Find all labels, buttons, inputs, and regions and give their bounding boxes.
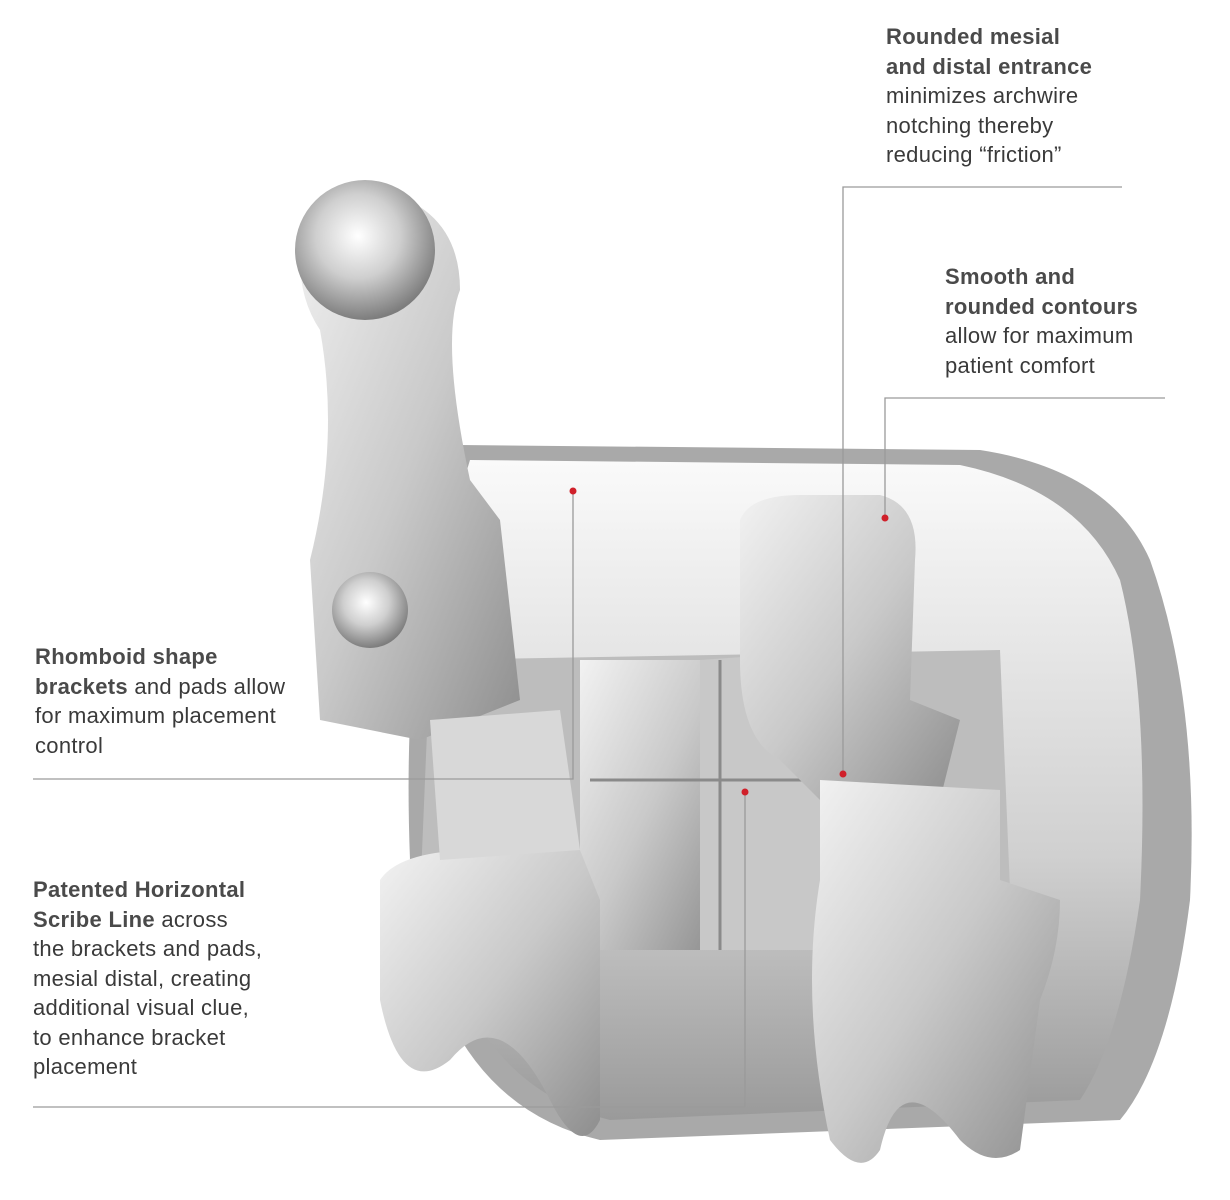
callout-text: to enhance bracket xyxy=(33,1024,226,1050)
leader-entrance xyxy=(842,186,1122,774)
callout-text: for maximum placement xyxy=(35,703,277,728)
callout-text: across xyxy=(154,906,228,932)
callout-contours: Smooth and rounded contours allow for ma… xyxy=(945,262,1138,380)
callout-text: mesial distal, creating xyxy=(33,965,252,991)
callout-text: patient comfort xyxy=(945,352,1096,378)
callout-text: control xyxy=(35,732,104,758)
tie-wings xyxy=(380,495,1060,1163)
callout-text: placement xyxy=(33,1054,138,1079)
marker-dot-scribe xyxy=(741,788,749,796)
callout-title: and distal entrance xyxy=(886,53,1093,79)
callout-title: Rounded mesial xyxy=(886,24,1061,49)
marker-dot-entrance xyxy=(839,770,847,778)
leader-lines xyxy=(33,186,1165,1108)
callout-title: rounded contours xyxy=(945,293,1139,319)
callout-rhomboid: Rhomboid shape brackets and pads allow f… xyxy=(35,642,285,760)
callout-text: and pads allow xyxy=(127,673,286,699)
callout-entrance: Rounded mesial and distal entrance minim… xyxy=(886,22,1092,170)
callout-text: the brackets and pads, xyxy=(33,936,263,961)
callout-title: Scribe Line xyxy=(33,906,155,932)
callout-scribe: Patented Horizontal Scribe Line across t… xyxy=(33,875,262,1082)
callout-title: brackets xyxy=(35,673,128,699)
leader-rhomboid xyxy=(33,491,574,780)
callout-title: Patented Horizontal xyxy=(33,877,246,902)
marker-dot-rhomboid xyxy=(569,487,577,495)
leader-contours xyxy=(884,397,1165,518)
callout-text: minimizes archwire xyxy=(886,83,1079,108)
hook xyxy=(295,180,520,740)
marker-dot-contours xyxy=(881,514,889,522)
callout-title: Smooth and xyxy=(945,264,1076,289)
leader-scribe xyxy=(33,792,746,1108)
callout-text: additional visual clue, xyxy=(33,995,250,1020)
callout-text: reducing “friction” xyxy=(886,142,1062,167)
callout-title: Rhomboid shape xyxy=(35,644,218,669)
callout-text: allow for maximum xyxy=(945,323,1134,348)
callout-text: notching thereby xyxy=(886,112,1054,138)
